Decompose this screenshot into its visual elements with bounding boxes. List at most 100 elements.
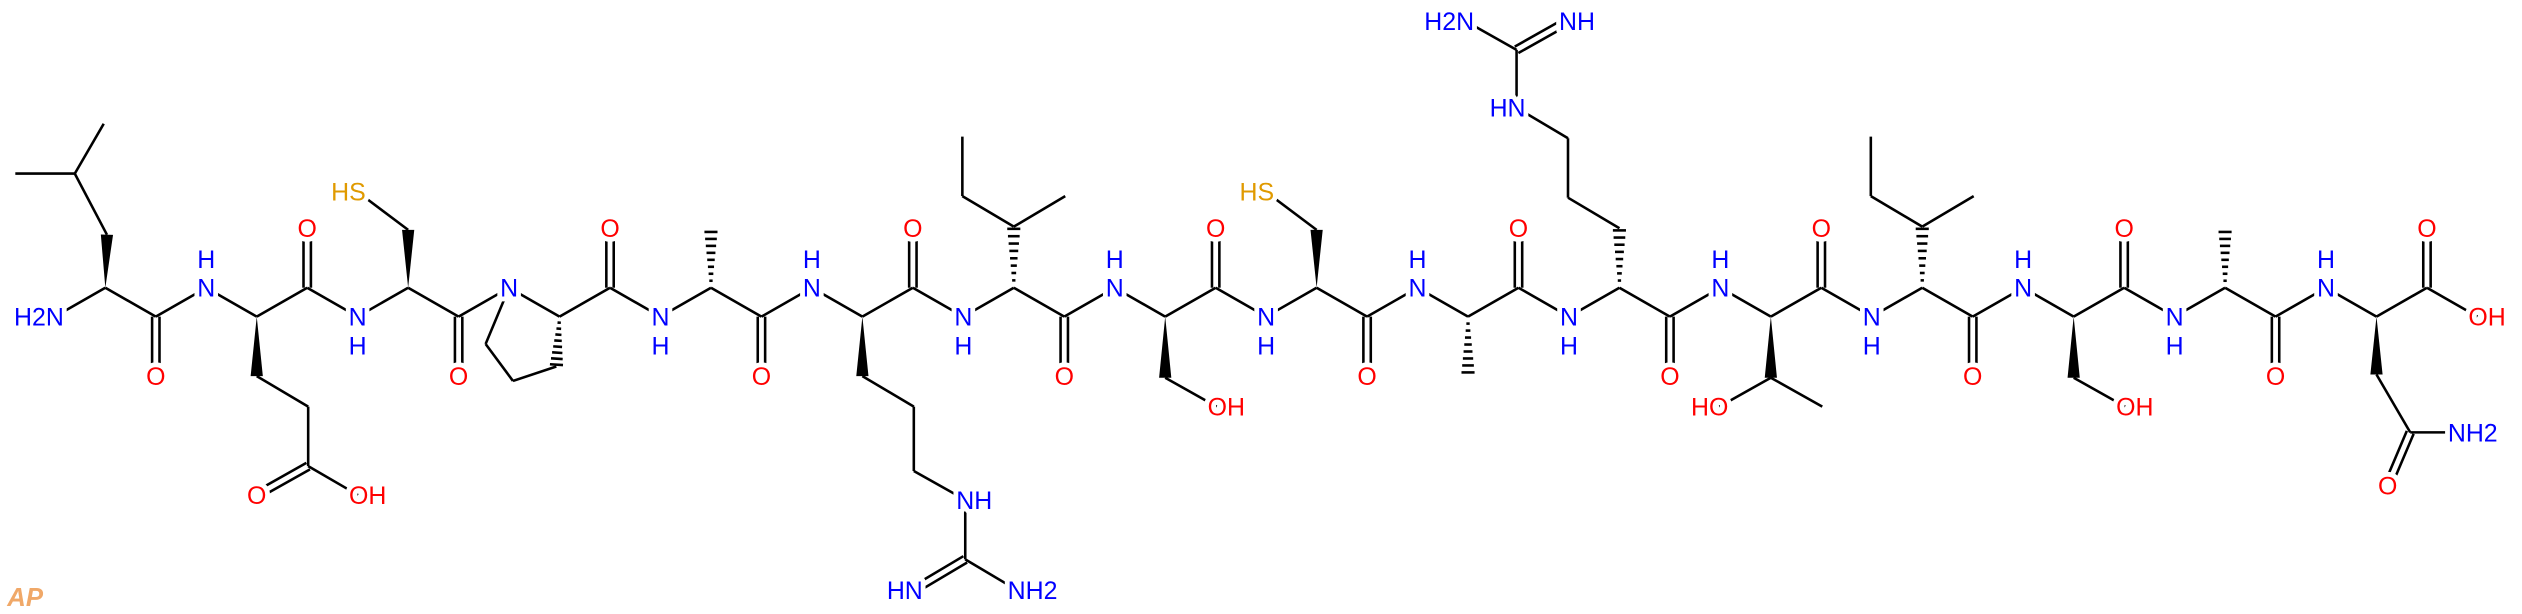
backbone-bond (306, 286, 359, 318)
backbone-bond (1820, 286, 1873, 318)
backbone-bond (659, 286, 712, 318)
backbone-bond (811, 286, 864, 318)
sidechain-bond (355, 190, 409, 231)
atom-label-o: O (1055, 363, 1074, 391)
backbone-bond (2123, 286, 2176, 318)
atom-label-o: O (1509, 215, 1528, 243)
atom-label-h: H (1560, 333, 1578, 361)
atom-label-hn: HN (887, 577, 923, 605)
backbone-bond (1669, 286, 1722, 318)
atom-label-h: H (197, 246, 215, 274)
wedge-bond (1764, 316, 1777, 378)
sidechain-bond (1567, 196, 1621, 230)
wedge-bond (100, 234, 114, 288)
backbone-bond (1618, 286, 1671, 318)
atom-label-h2n: H2N (1424, 8, 1474, 36)
atom-label-o: O (903, 215, 922, 243)
double-bond (1517, 22, 1571, 55)
atom-label-h2n: H2N (14, 304, 64, 332)
sidechain-bond (1870, 194, 1923, 228)
atom-label-nh2: NH2 (2448, 419, 2498, 447)
backbone-bond (2274, 286, 2327, 318)
backbone-bond (1467, 286, 1520, 318)
backbone-bond (1063, 286, 1116, 318)
sidechain-bond (73, 123, 105, 175)
atom-label-n: N (803, 275, 821, 303)
atom-label-h: H (2014, 246, 2032, 274)
backbone-bond (912, 286, 964, 318)
wedge-bond (2370, 316, 2383, 375)
atom-label-oh: OH (349, 482, 386, 510)
sidechain-bond (1164, 376, 1218, 408)
atom-label-h: H (1106, 246, 1124, 274)
atom-label-h: H (1863, 333, 1881, 361)
backbone-bond (1265, 286, 1318, 318)
atom-label-oh: OH (1208, 394, 1245, 422)
wedge-bond (2067, 316, 2080, 378)
atom-label-n: N (2317, 275, 2335, 303)
atom-label-o: O (1660, 363, 1679, 391)
atom-label-n: N (197, 275, 215, 303)
atom-label-o: O (2114, 215, 2133, 243)
atom-label-o: O (298, 215, 317, 243)
sidechain-bond (484, 343, 514, 382)
backbone-bond (457, 286, 510, 318)
atom-label-n: N (349, 304, 367, 332)
atom-label-n: N (1863, 304, 1881, 332)
backbone-bond (205, 286, 258, 318)
hash-bond-stripe (553, 345, 563, 349)
atom-label-o: O (752, 363, 771, 391)
atom-label-o: O (1812, 215, 1831, 243)
backbone-bond (609, 286, 662, 318)
backbone-bond (256, 286, 308, 318)
backbone-bond (155, 286, 207, 318)
sidechain-bond (1515, 106, 1569, 140)
atom-label-h: H (1409, 246, 1427, 274)
backbone-bond (54, 286, 106, 318)
atom-label-ho: HO (1691, 394, 1728, 422)
atom-label-oh: OH (2116, 394, 2153, 422)
backbone-bond (508, 286, 561, 318)
backbone-bond (1114, 286, 1166, 318)
watermark-ap-text: AP (6, 584, 44, 612)
wedge-bond (1159, 316, 1172, 378)
atom-label-nh2: NH2 (1008, 577, 1058, 605)
backbone-bond (104, 286, 157, 318)
hash-bond-stripe (550, 357, 563, 361)
backbone-bond (2173, 286, 2226, 318)
wedge-bond (402, 229, 415, 288)
backbone-bond (1013, 286, 1065, 318)
backbone-bond (1517, 286, 1570, 318)
wedge-bond (856, 316, 869, 377)
backbone-bond (2224, 286, 2277, 318)
backbone-bond (558, 286, 611, 318)
sidechain-bond (1718, 376, 1772, 408)
backbone-bond (861, 286, 914, 318)
backbone-bond (407, 286, 460, 318)
sidechain-bond (2375, 373, 2412, 434)
atom-label-n: N (1106, 275, 1124, 303)
backbone-bond (1871, 286, 1923, 318)
sidechain-bond (484, 287, 511, 345)
atom-label-n: N (652, 304, 670, 332)
atom-label-n: N (954, 304, 972, 332)
backbone-bond (1164, 286, 1217, 318)
backbone-bond (1416, 286, 1469, 318)
atom-label-n: N (2014, 275, 2032, 303)
backbone-bond (2325, 286, 2378, 318)
atom-label-h: H (1711, 246, 1729, 274)
sidechain-bond (307, 465, 359, 497)
backbone-bond (710, 286, 763, 318)
sidechain-bond (1013, 194, 1066, 228)
atom-label-h: H (652, 333, 670, 361)
atom-label-hn: HN (1490, 95, 1526, 123)
sidechain-bond (73, 172, 109, 236)
atom-label-n: N (1560, 304, 1578, 332)
sidechain-bond (1770, 376, 1823, 408)
backbone-bond (760, 286, 813, 318)
atom-label-o: O (146, 363, 165, 391)
atom-label-oh: OH (2468, 304, 2505, 332)
atom-label-o: O (600, 215, 619, 243)
